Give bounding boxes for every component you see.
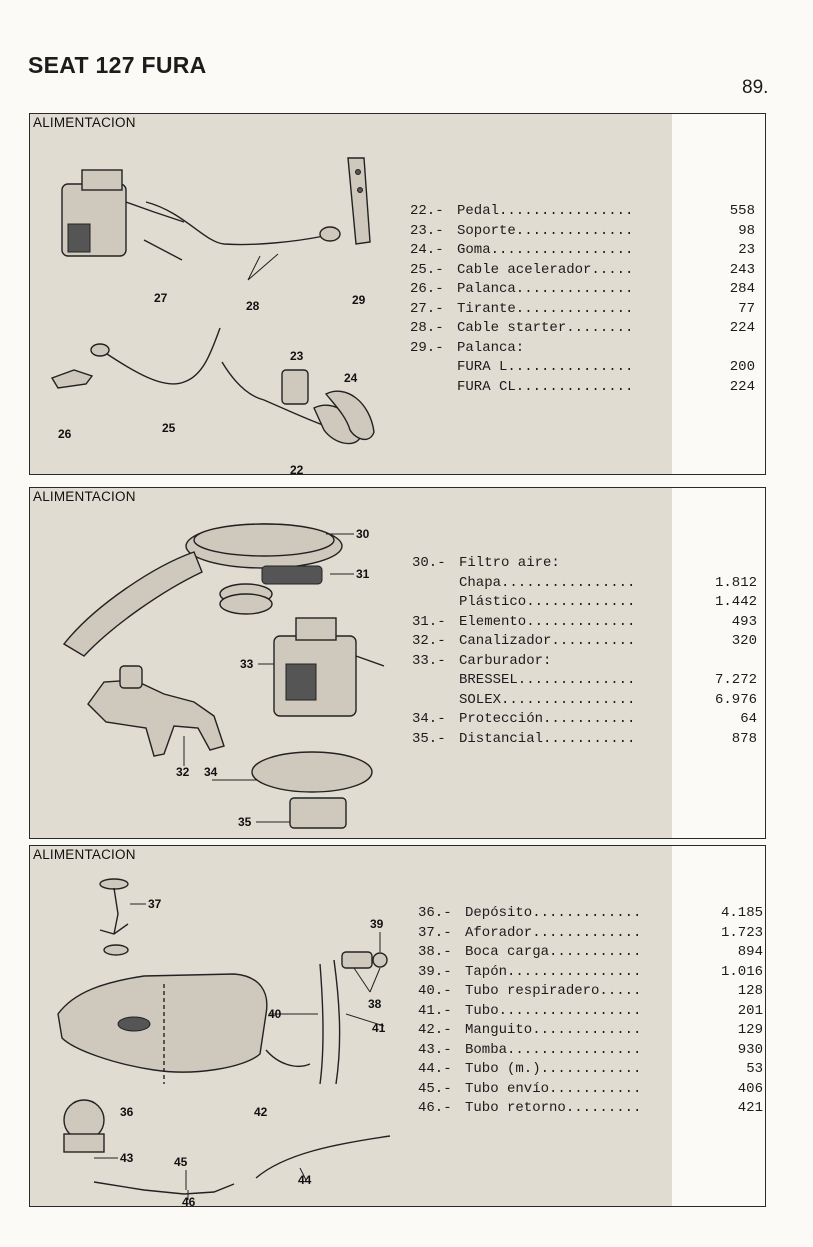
callout-label: 25: [162, 421, 176, 435]
list-item: 30.-Filtro aire:: [412, 555, 560, 571]
callout-label: 27: [154, 291, 168, 305]
list-item: 29.-Palanca:: [410, 339, 525, 356]
section-label: ALIMENTACION: [33, 115, 136, 130]
parts-price-list-1: 22.-Pedal................558 23.-Soporte…: [410, 202, 755, 397]
parts-illustration-1: 27 28 29 23 24 26 25 22: [50, 157, 375, 474]
fuel-cap-drawing: [372, 952, 388, 968]
list-item: 35.-Distancial...........878: [412, 730, 757, 747]
callout-label: 43: [120, 1151, 134, 1165]
section-label: ALIMENTACION: [33, 489, 136, 504]
section-label: ALIMENTACION: [33, 847, 136, 862]
tie-rod-drawing: [143, 239, 183, 261]
filler-neck-drawing: [341, 951, 373, 969]
tube-meter-drawing: [255, 1135, 391, 1179]
list-item: FURA L...............200: [457, 359, 755, 375]
lever-drawing: [347, 157, 371, 245]
callout-label: 37: [148, 897, 162, 911]
callout-label: 26: [58, 427, 72, 441]
callout-label: 30: [356, 527, 370, 541]
list-item: BRESSEL..............7.272: [459, 672, 757, 688]
vent-tube-drawing: [319, 963, 324, 1085]
callout-label: 29: [352, 293, 366, 307]
list-item: FURA CL..............224: [457, 378, 755, 395]
starter-cable-drawing: [145, 201, 325, 246]
support-drawing: [281, 369, 309, 405]
tube-drawing: [333, 959, 341, 1085]
list-item: 24.-Goma.................23: [410, 242, 755, 258]
list-item: 39.-Tapón................1.016: [418, 963, 763, 980]
list-item: 34.-Protección...........64: [412, 711, 757, 727]
delivery-tube-drawing: [93, 1181, 235, 1195]
spacer-drawing: [289, 797, 347, 829]
list-item: 26.-Palanca..............284: [410, 281, 755, 297]
rubber-drawing: [324, 390, 375, 440]
callout-label: 45: [174, 1155, 188, 1169]
callout-label: 34: [204, 765, 218, 779]
callout-label: 40: [268, 1007, 282, 1021]
callout-label: 32: [176, 765, 190, 779]
list-item: 46.-Tubo retorno.........421: [418, 1100, 763, 1116]
parts-illustration-2: 30 31 33 32 34 35: [62, 523, 385, 829]
list-item: 33.-Carburador:: [412, 652, 552, 669]
callout-label: 23: [290, 349, 304, 363]
list-item: SOLEX................6.976: [459, 691, 757, 708]
list-item: 42.-Manguito.............129: [418, 1022, 763, 1038]
page-number: 89.: [742, 77, 769, 98]
list-item: 23.-Soporte..............98: [410, 222, 755, 239]
callout-label: 33: [240, 657, 254, 671]
section-panel-1: ALIMENTACION 27 28 29 2: [29, 113, 766, 475]
list-item: 45.-Tubo envío...........406: [418, 1080, 763, 1097]
list-item: 44.-Tubo (m.)............53: [418, 1061, 763, 1077]
list-item: 38.-Boca carga...........894: [418, 944, 763, 960]
list-item: 41.-Tubo.................201: [418, 1002, 763, 1019]
callout-label: 28: [246, 299, 260, 313]
callout-label: 36: [120, 1105, 134, 1119]
document-title: SEAT 127 FURA: [28, 52, 207, 78]
callout-label: 41: [372, 1021, 386, 1035]
callout-label: 38: [368, 997, 382, 1011]
list-item: 36.-Depósito.............4.185: [418, 905, 763, 921]
callout-label: 31: [356, 567, 370, 581]
air-filter-drawing: [62, 523, 343, 657]
list-item: Plástico.............1.442: [459, 594, 757, 610]
list-item: 43.-Bomba................930: [418, 1041, 763, 1058]
carburetor-drawing: [61, 169, 185, 257]
list-item: 28.-Cable starter........224: [410, 320, 755, 336]
parts-price-list-2: 30.-Filtro aire: Chapa................1.…: [412, 554, 757, 749]
list-item: 27.-Tirante..............77: [410, 300, 755, 317]
list-item: 31.-Elemento.............493: [412, 613, 757, 630]
accelerator-cable-drawing: [103, 327, 221, 385]
fuel-pump-drawing: [63, 1099, 105, 1153]
list-item: 22.-Pedal................558: [410, 203, 755, 219]
list-item: 32.-Canalizador..........320: [412, 633, 757, 649]
callout-label: 42: [254, 1105, 268, 1119]
parts-illustration-3: 37 39 40 38 41 36 42 43 45 44 46: [57, 878, 391, 1206]
protection-drawing: [251, 751, 373, 793]
section-panel-2: ALIMENTACION 30 31 33 32: [29, 487, 766, 839]
hose-drawing: [265, 1049, 311, 1068]
fuel-gauge-drawing: [99, 878, 129, 956]
callout-label: 35: [238, 815, 252, 829]
callout-label: 46: [182, 1195, 196, 1206]
lever-26-drawing: [50, 369, 94, 389]
callout-label: 24: [344, 371, 358, 385]
callout-label: 44: [298, 1173, 312, 1187]
channeler-drawing: [87, 679, 225, 757]
fuel-tank-drawing: [57, 973, 268, 1073]
list-item: Chapa................1.812: [459, 574, 757, 591]
section-panel-3: ALIMENTACION 37 3: [29, 845, 766, 1207]
callout-label: 39: [370, 917, 384, 931]
carburetor-drawing: [273, 617, 385, 717]
list-item: 25.-Cable acelerador.....243: [410, 261, 755, 278]
list-item: 40.-Tubo respiradero.....128: [418, 983, 763, 999]
parts-price-list-3: 36.-Depósito.............4.185 37.-Afora…: [418, 904, 763, 1119]
callout-label: 22: [290, 463, 304, 474]
list-item: 37.-Aforador.............1.723: [418, 924, 763, 941]
